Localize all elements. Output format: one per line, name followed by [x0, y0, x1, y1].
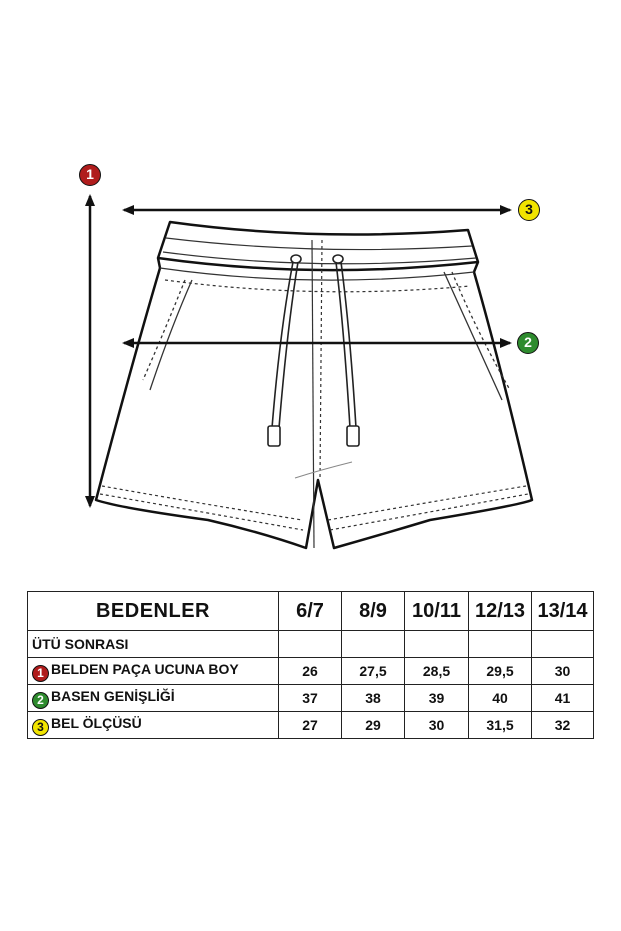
table-cell: 30 [404, 711, 469, 739]
shorts-drawing [85, 194, 534, 550]
waist-badge-number: 3 [525, 201, 533, 217]
table-cell: 37 [278, 684, 342, 712]
row-badge-1: 1 [32, 664, 49, 682]
table-cell: 32 [531, 711, 594, 739]
table-cell: 40 [468, 684, 532, 712]
table-cell: 29,5 [468, 657, 532, 685]
size-header: 10/11 [404, 591, 469, 631]
table-cell: 31,5 [468, 711, 532, 739]
size-header: 13/14 [531, 591, 594, 631]
table-cell: 27,5 [341, 657, 405, 685]
shorts-outline [94, 220, 534, 550]
hip-badge-number: 2 [524, 334, 532, 350]
table-header-row: BEDENLER 6/7 8/9 10/11 12/13 13/14 [27, 591, 594, 631]
table-cell: 26 [278, 657, 342, 685]
table-cell [468, 630, 532, 658]
table-title: BEDENLER [27, 591, 279, 631]
length-badge-number: 1 [86, 166, 94, 182]
table-cell: 29 [341, 711, 405, 739]
row-badge-3: 3 [32, 718, 49, 736]
size-header: 12/13 [468, 591, 532, 631]
table-cell [341, 630, 405, 658]
row-label-text: BELDEN PAÇA UCUNA BOY [51, 660, 239, 677]
table-cell: 28,5 [404, 657, 469, 685]
size-header: 6/7 [278, 591, 342, 631]
note-label: ÜTÜ SONRASI [27, 630, 279, 658]
pocket-lines [142, 271, 511, 401]
row-label-text: BASEN GENİŞLİĞİ [51, 687, 175, 704]
table-cell: 30 [531, 657, 594, 685]
shorts-illustration: 1 3 2 [79, 164, 540, 550]
waistband-details [159, 237, 477, 549]
row-label-text: BEL ÖLÇÜSÜ [51, 714, 142, 731]
hip-badge: 2 [517, 332, 539, 354]
table-cell [404, 630, 469, 658]
table-cell [531, 630, 594, 658]
table-cell: 38 [341, 684, 405, 712]
hem-stitching [99, 485, 529, 531]
table-cell: 39 [404, 684, 469, 712]
table-cell: 41 [531, 684, 594, 712]
note-row: ÜTÜ SONRASI [27, 630, 594, 658]
table-cell: 27 [278, 711, 342, 739]
size-chart-table: BEDENLER 6/7 8/9 10/11 12/13 13/14 ÜTÜ S… [27, 591, 594, 739]
row-badge-2: 2 [32, 691, 49, 709]
size-header: 8/9 [341, 591, 405, 631]
waist-badge: 3 [518, 199, 540, 221]
table-cell [278, 630, 342, 658]
length-badge: 1 [79, 164, 101, 186]
